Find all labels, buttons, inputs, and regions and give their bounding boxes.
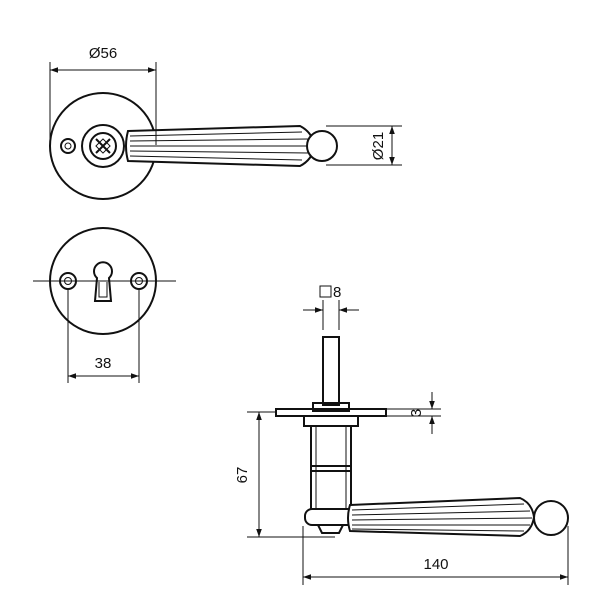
lever-knob bbox=[306, 130, 338, 162]
lever-height-label: 67 bbox=[234, 467, 251, 484]
escutcheon-hole-right bbox=[130, 272, 148, 290]
front-view-lever: Ø56 Ø21 bbox=[49, 45, 402, 200]
side-view: 8 3 67 bbox=[234, 284, 569, 585]
front-view-escutcheon: 38 bbox=[33, 227, 176, 383]
escutcheon-hole-left bbox=[59, 272, 77, 290]
side-lever-knob bbox=[533, 500, 569, 536]
lever-shank bbox=[310, 425, 352, 510]
rose-thickness-label: 3 bbox=[408, 409, 425, 417]
lever-flutes bbox=[129, 131, 311, 161]
knob-diameter-label: Ø21 bbox=[370, 132, 387, 160]
spindle-square-label: 8 bbox=[333, 284, 341, 301]
keyhole bbox=[93, 261, 113, 302]
side-lever-grip bbox=[347, 496, 536, 538]
rose-diameter-label: Ø56 bbox=[89, 45, 117, 62]
hole-spacing-label: 38 bbox=[95, 355, 112, 372]
square-symbol bbox=[319, 285, 332, 298]
lever-length-label: 140 bbox=[423, 556, 448, 573]
rose-screw-hole bbox=[60, 138, 76, 154]
spindle bbox=[322, 336, 340, 406]
